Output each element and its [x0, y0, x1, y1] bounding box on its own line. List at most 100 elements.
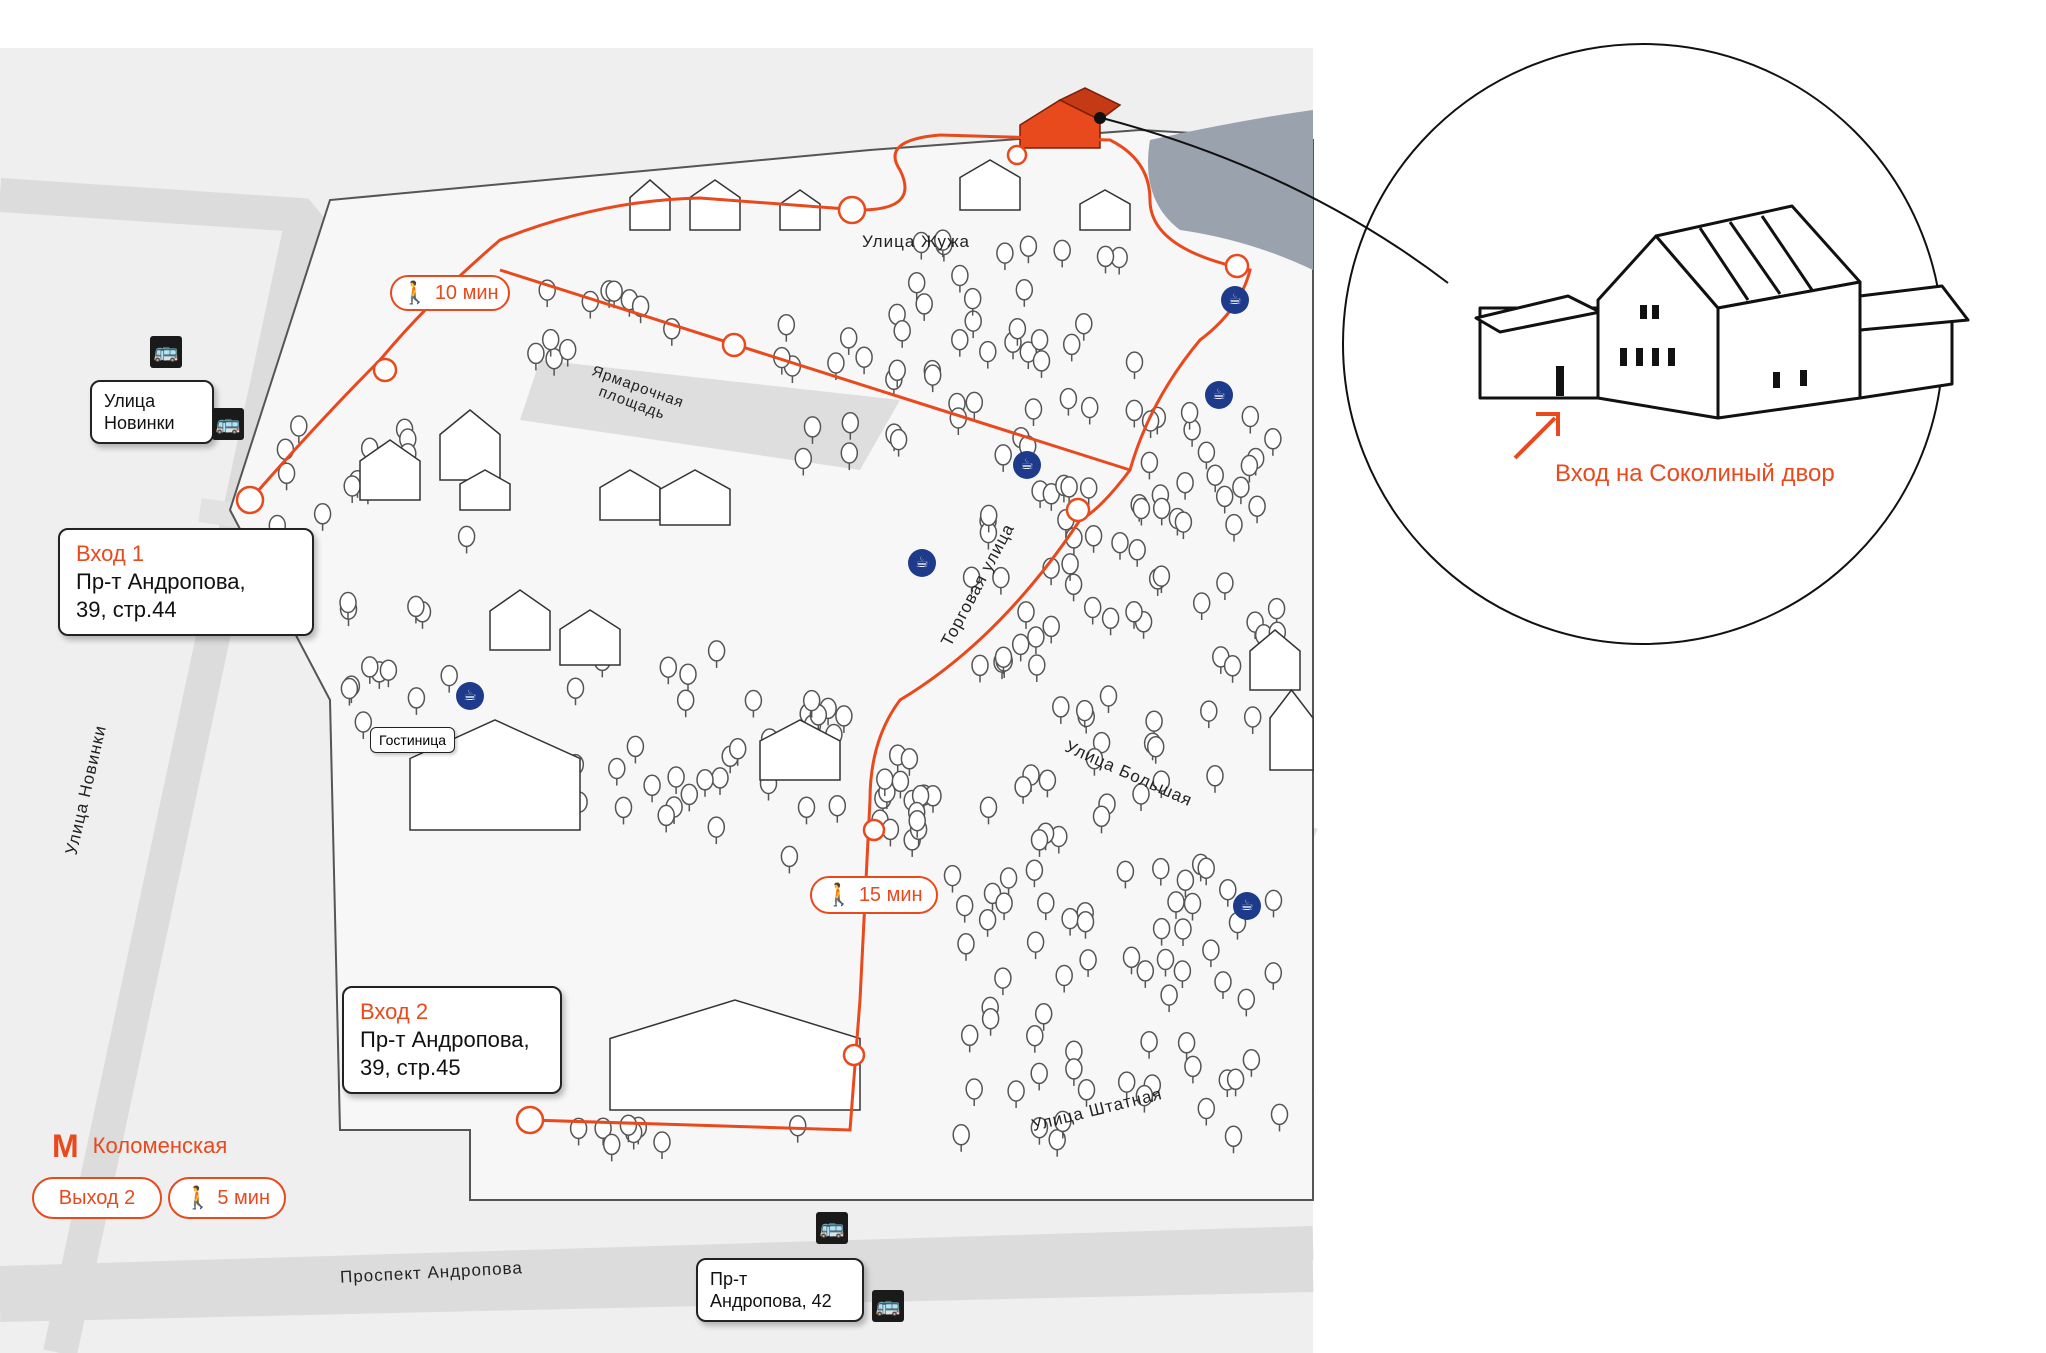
- tree: [744, 689, 763, 712]
- tree: [361, 656, 379, 678]
- tree: [1197, 857, 1215, 879]
- tree: [1080, 396, 1099, 419]
- tree: [1152, 857, 1170, 880]
- cafe-icon: ☕: [1221, 286, 1249, 314]
- tree: [915, 293, 933, 315]
- tree: [1026, 931, 1045, 953]
- tree: [907, 271, 926, 294]
- tree: [1017, 601, 1035, 623]
- tree: [1219, 878, 1237, 901]
- tree: [339, 591, 357, 614]
- tree: [711, 767, 729, 789]
- entrance-1-address-line1: Пр-т Андропова,: [76, 569, 246, 594]
- tree: [908, 809, 926, 832]
- tree: [996, 242, 1014, 264]
- tree: [1096, 245, 1115, 268]
- cafe-icon: ☕: [1233, 892, 1261, 920]
- tree: [1064, 573, 1083, 596]
- building: [459, 469, 511, 511]
- tree: [340, 677, 359, 700]
- tree: [1125, 351, 1144, 373]
- entrance-2-heading: Вход 2: [360, 999, 429, 1024]
- tree: [1122, 946, 1141, 969]
- tree: [1206, 765, 1224, 787]
- tree: [943, 864, 962, 887]
- tree: [1099, 685, 1118, 707]
- tree: [728, 738, 747, 760]
- tree: [1140, 1030, 1158, 1053]
- tree: [707, 640, 726, 662]
- walking-person-icon: 🚶: [401, 280, 429, 305]
- buildings: [359, 159, 1314, 1111]
- tree: [840, 442, 859, 464]
- tree: [1224, 1125, 1243, 1148]
- tree: [827, 352, 845, 374]
- tree: [1060, 476, 1078, 498]
- tree: [979, 340, 997, 363]
- tree: [1264, 962, 1283, 984]
- tree: [1038, 769, 1057, 792]
- tree: [653, 1131, 671, 1153]
- metro-exit-pill: Выход 2: [32, 1177, 162, 1219]
- tree: [1037, 892, 1055, 914]
- tree: [1140, 451, 1159, 474]
- tree: [1042, 615, 1060, 638]
- tree: [1008, 317, 1027, 340]
- entrance-2-callout: Вход 2 Пр-т Андропова, 39, стр.45: [342, 986, 562, 1094]
- pond: [1148, 110, 1313, 270]
- tree: [527, 342, 545, 365]
- tree: [979, 796, 998, 819]
- tree: [619, 1114, 638, 1136]
- tree: [276, 438, 295, 461]
- tree: [1174, 918, 1192, 940]
- tree: [1215, 485, 1234, 508]
- tree: [891, 770, 910, 793]
- tree: [1232, 476, 1250, 498]
- route: [248, 133, 1252, 1132]
- zoom-leader-line: [1101, 117, 1449, 284]
- bus-icon: 🚌: [872, 1290, 904, 1322]
- tree: [893, 320, 911, 342]
- tree: [1030, 829, 1049, 851]
- tree: [1052, 696, 1070, 718]
- tree: [839, 327, 858, 349]
- building: [609, 999, 861, 1111]
- tree: [343, 475, 361, 497]
- tree: [995, 892, 1013, 914]
- tree: [994, 967, 1012, 989]
- tree: [558, 338, 577, 361]
- tree: [626, 735, 645, 758]
- tree: [1160, 984, 1178, 1006]
- tree: [1011, 633, 1030, 656]
- tree: [951, 328, 969, 351]
- park-fence: [228, 128, 1314, 1201]
- tree: [679, 663, 697, 685]
- tree: [566, 677, 585, 699]
- tree: [1132, 497, 1151, 520]
- tree: [1225, 513, 1243, 536]
- walking-person-icon: 🚶: [183, 1185, 212, 1210]
- tree: [1156, 948, 1175, 971]
- walk-time-5: 🚶 5 мин: [168, 1177, 286, 1219]
- tree: [602, 1133, 621, 1156]
- building: [439, 409, 501, 481]
- tree: [1200, 700, 1218, 722]
- walk-time-10: 🚶 10 мин: [390, 275, 510, 311]
- tree: [1167, 891, 1185, 913]
- tree: [608, 757, 626, 780]
- tree: [1027, 626, 1045, 648]
- bus-icon: 🚌: [150, 336, 182, 368]
- tree: [1075, 312, 1093, 335]
- tree: [1136, 960, 1155, 982]
- tree: [1241, 405, 1260, 428]
- tree: [777, 313, 796, 336]
- tree: [1061, 907, 1079, 930]
- entrance-2-address-line2: 39, стр.45: [360, 1055, 461, 1080]
- tree: [1237, 988, 1256, 1011]
- building: [1249, 629, 1301, 691]
- tree: [1065, 1058, 1083, 1080]
- cafe-icon: ☕: [908, 549, 936, 577]
- tree: [407, 595, 425, 618]
- tree: [1214, 971, 1232, 993]
